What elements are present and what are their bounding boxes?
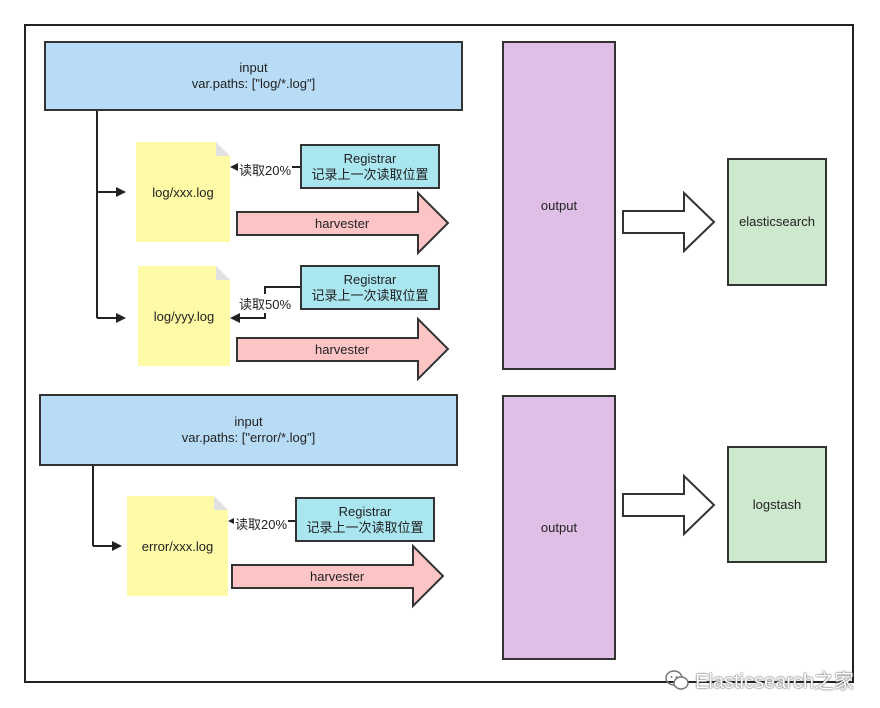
destination-label: elasticsearch	[739, 214, 815, 229]
file-fold-corner	[216, 266, 230, 280]
registrar-title: Registrar	[338, 503, 392, 519]
output-label: output	[540, 197, 578, 213]
harvester-label-1: harvester	[315, 216, 370, 231]
harvester-arrow-3	[231, 543, 445, 609]
harvester-label-3: harvester	[310, 569, 365, 584]
read-progress-3: 读取20%	[234, 514, 289, 533]
registrar-subtitle: 记录上一次读取位置	[311, 287, 429, 303]
input-title: input	[234, 414, 263, 429]
harvester-arrow-2	[236, 316, 450, 382]
file-fold-corner	[216, 142, 230, 156]
harvester-arrow-1	[236, 190, 450, 256]
output-box-1: output	[502, 41, 616, 370]
file-name: error/xxx.log	[141, 538, 214, 554]
diagram-frame	[24, 24, 854, 683]
input-paths: var.paths: ["error/*.log"]	[181, 430, 316, 445]
registrar-box-3: Registrar 记录上一次读取位置	[295, 497, 435, 542]
output-label: output	[540, 519, 578, 535]
wechat-icon	[665, 669, 689, 690]
destination-label: logstash	[752, 496, 802, 512]
connector-input2-to-file	[92, 466, 122, 551]
destination-box-elasticsearch: elasticsearch	[727, 158, 827, 286]
connector-input1-to-files	[96, 110, 126, 323]
registrar-box-1: Registrar 记录上一次读取位置	[300, 144, 440, 189]
file-name: log/xxx.log	[152, 184, 214, 200]
file-name: log/yyy.log	[153, 308, 215, 324]
log-file-3: error/xxx.log	[127, 496, 228, 596]
destination-box-logstash: logstash	[727, 446, 827, 563]
watermark-text: Elasticsearch之家	[695, 671, 854, 693]
registrar-box-2: Registrar 记录上一次读取位置	[300, 265, 440, 310]
registrar-subtitle: 记录上一次读取位置	[306, 519, 424, 535]
output-to-dest-arrow-1	[622, 190, 716, 254]
watermark: Elasticsearch之家	[665, 665, 854, 694]
file-fold-corner	[214, 496, 228, 510]
input-paths: var.paths: ["log/*.log"]	[191, 76, 316, 91]
output-box-2: output	[502, 395, 616, 660]
registrar-title: Registrar	[343, 271, 397, 287]
log-file-1: log/xxx.log	[136, 142, 230, 242]
registrar-subtitle: 记录上一次读取位置	[311, 166, 429, 182]
harvester-label-2: harvester	[315, 342, 370, 357]
read-progress-2: 读取50%	[238, 294, 293, 313]
registrar-title: Registrar	[343, 150, 397, 166]
input-box-1: input var.paths: ["log/*.log"]	[44, 41, 463, 111]
read-progress-1: 读取20%	[238, 160, 293, 179]
output-to-dest-arrow-2	[622, 473, 716, 537]
input-box-2: input var.paths: ["error/*.log"]	[39, 394, 458, 466]
log-file-2: log/yyy.log	[138, 266, 230, 366]
input-title: input	[239, 60, 268, 75]
